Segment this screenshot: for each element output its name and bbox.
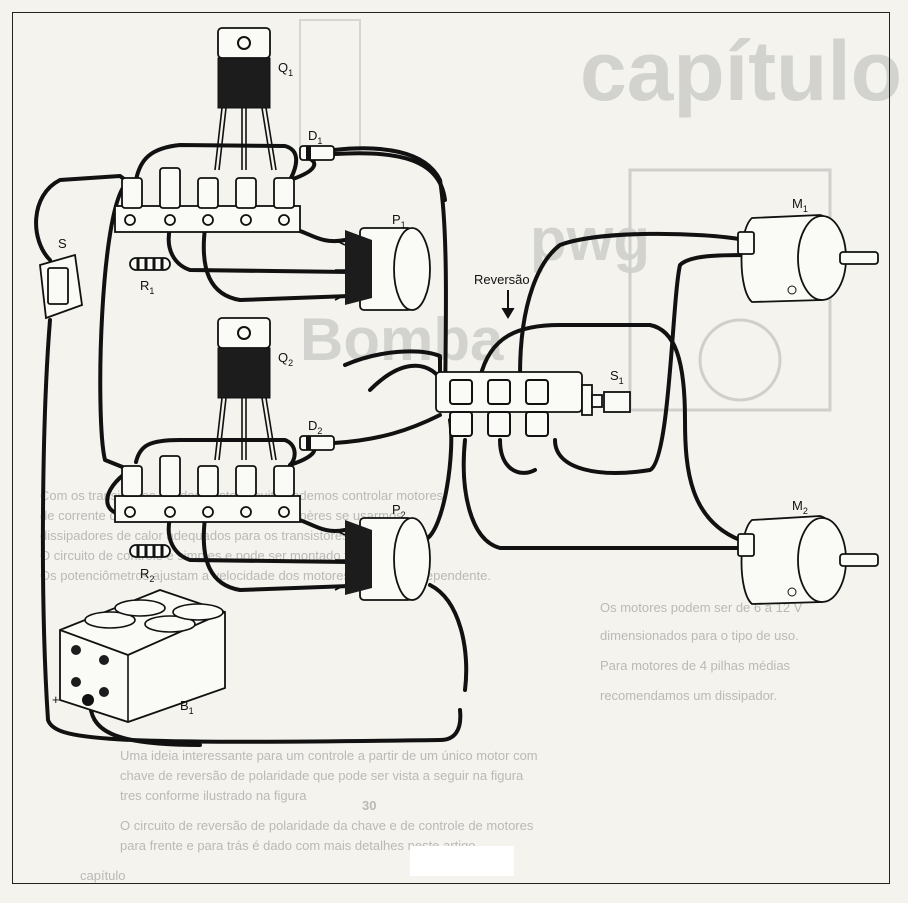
strip-2-lugs [121, 455, 295, 518]
svg-text:Uma ideia interessante para um: Uma ideia interessante para um controle … [120, 748, 538, 763]
label-r2: R2 [140, 566, 154, 584]
label-d2: D2 [308, 418, 322, 436]
label-m2: M2 [792, 498, 808, 516]
label-reversao: Reversão [474, 272, 530, 287]
label-b1: B1 [180, 698, 194, 716]
background-page-number: 30 [362, 798, 376, 813]
switch-s: S [39, 236, 83, 320]
svg-text:para frente e para trás é dado: para frente e para trás é dado com mais … [120, 838, 479, 853]
svg-text:tres conforme ilustrado na fig: tres conforme ilustrado na figura [120, 788, 307, 803]
svg-text:chave de reversão de polaridad: chave de reversão de polaridade que pode… [120, 768, 524, 783]
svg-text:Para motores de 4 pilhas média: Para motores de 4 pilhas médias [600, 658, 791, 673]
label-r1: R1 [140, 278, 154, 296]
svg-text:dimensionados para o tipo de u: dimensionados para o tipo de uso. [600, 628, 799, 643]
resistor-r1: R1 [129, 257, 171, 296]
motor-m2: M2 [737, 498, 879, 605]
label-q2: Q2 [278, 350, 293, 368]
transistor-q1: Q1 [214, 27, 293, 171]
label-q1: Q1 [278, 60, 293, 78]
svg-text:capítulo: capítulo [80, 868, 126, 883]
resistor-r2: R2 [129, 544, 171, 584]
battery-plus-label: + [52, 692, 60, 707]
diode-d1: D1 [299, 128, 335, 161]
motor-m1: M1 [737, 196, 879, 303]
reversal-switch-s1: S1 Reversão [435, 272, 631, 437]
potentiometer-p1: P1 [334, 212, 431, 311]
label-s: S [58, 236, 67, 251]
label-s1: S1 [610, 368, 624, 386]
figure-frame [12, 12, 890, 884]
transistor-q2: Q2 [214, 317, 293, 461]
terminal-strip-2 [114, 455, 301, 523]
label-p2: P2 [392, 502, 406, 520]
white-patch [410, 846, 514, 876]
diode-d2: D2 [299, 418, 335, 451]
background-heading: capítulo [580, 24, 902, 118]
strip-1-lugs [121, 167, 295, 226]
label-d1: D1 [308, 128, 322, 146]
potentiometer-p2: P2 [334, 502, 431, 601]
background-word-1: Bomba [300, 306, 504, 373]
svg-text:dissipadores de calor adequado: dissipadores de calor adequados para os … [40, 528, 415, 543]
svg-text:O circuito de reversão de pola: O circuito de reversão de polaridade da … [120, 818, 534, 833]
terminal-strip-1 [114, 167, 301, 233]
svg-text:recomendamos um dissipador.: recomendamos um dissipador. [600, 688, 777, 703]
battery-minus-label: - [92, 712, 96, 727]
battery-holder-b1: + - B1 [52, 589, 226, 727]
label-p1: P1 [392, 212, 406, 230]
label-m1: M1 [792, 196, 808, 214]
